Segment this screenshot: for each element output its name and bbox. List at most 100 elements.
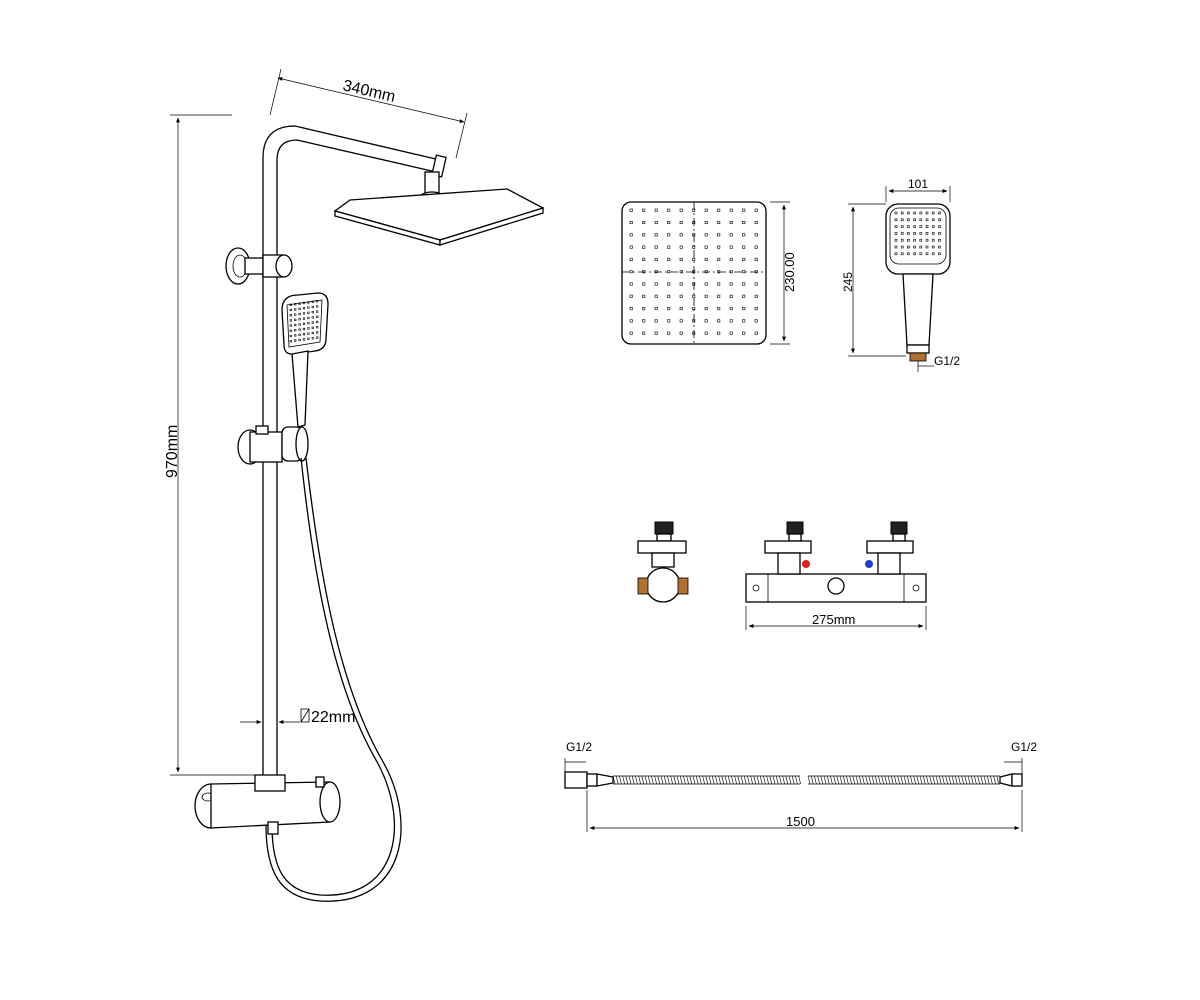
- hose-ridge: [862, 775, 865, 785]
- nozzle-mark: [900, 238, 904, 242]
- nozzle-mark: [311, 331, 314, 335]
- valve-width-dimension: [745, 606, 927, 630]
- hose-ridge: [970, 775, 974, 785]
- hose-ridge: [747, 775, 750, 785]
- hose-ridge: [846, 775, 849, 785]
- nozzle-mark: [919, 252, 923, 256]
- nozzle-mark: [667, 270, 671, 274]
- hose-ridge: [929, 775, 932, 785]
- nozzle-mark: [667, 245, 671, 249]
- hose-ridge: [951, 775, 955, 785]
- hand-shower-on-rail: [281, 292, 329, 428]
- hose-ridge: [983, 775, 987, 785]
- nozzle-mark: [654, 221, 658, 225]
- hose-ridge: [916, 775, 920, 785]
- nozzle-mark: [692, 257, 696, 261]
- nozzle-mark: [302, 307, 306, 310]
- hose-ridge: [763, 775, 766, 785]
- hose-left-thread-label: G1/2: [566, 740, 592, 754]
- hose-ridge: [967, 775, 971, 785]
- nozzle-mark: [913, 232, 916, 235]
- nozzle-mark: [742, 208, 746, 212]
- hose-ridge: [852, 775, 856, 785]
- nozzle-mark: [692, 221, 696, 225]
- nozzle-mark: [754, 331, 758, 335]
- hose-ridge: [887, 775, 891, 785]
- nozzle-mark: [913, 225, 916, 228]
- hose-ridge: [702, 775, 705, 785]
- nozzle-mark: [692, 208, 696, 212]
- hose-length-dimension: [586, 790, 1023, 832]
- nozzle-mark: [692, 270, 696, 274]
- nozzle-mark: [729, 282, 733, 286]
- hose-ridge: [942, 775, 945, 785]
- hose-ridge: [654, 775, 657, 785]
- nozzle-mark: [642, 270, 646, 274]
- hose-ridge: [810, 775, 814, 785]
- hose-ridge: [638, 775, 641, 785]
- nozzle-mark: [717, 331, 721, 335]
- hose-ridge: [660, 775, 664, 785]
- nozzle-mark: [692, 245, 696, 249]
- nozzle-mark: [642, 331, 646, 335]
- hose-ridge: [932, 775, 936, 785]
- hose-ridge: [868, 775, 872, 785]
- hose-ridge: [913, 775, 916, 785]
- nozzle-mark: [754, 319, 758, 323]
- nozzle-mark: [654, 257, 658, 261]
- nozzle-mark: [692, 319, 696, 323]
- hose-ridge: [849, 775, 852, 785]
- nozzle-mark: [913, 218, 916, 222]
- nozzle-mark: [704, 233, 708, 237]
- nozzle-mark: [729, 245, 733, 249]
- hose-ridge: [708, 775, 712, 785]
- nozzle-mark: [289, 324, 292, 327]
- hose-ridge: [871, 775, 875, 785]
- nozzle-mark: [742, 282, 746, 286]
- nozzle-mark: [629, 294, 633, 298]
- nozzle-mark: [931, 245, 935, 249]
- nozzle-mark: [704, 257, 708, 261]
- hose-ridge: [795, 775, 798, 785]
- nozzle-mark: [919, 225, 923, 228]
- hose-ridge: [756, 775, 760, 785]
- hose-ridge: [919, 775, 923, 785]
- nozzle-mark: [316, 305, 319, 308]
- hose-ridge: [874, 775, 878, 785]
- nozzle-mark: [938, 252, 941, 256]
- hand-length-dimension: [848, 203, 906, 357]
- rail-diameter-label: 22mm: [311, 709, 355, 726]
- nozzle-mark: [642, 221, 646, 225]
- nozzle-mark: [900, 252, 904, 256]
- nozzle-mark: [900, 218, 904, 222]
- nozzle-mark: [307, 332, 310, 335]
- nozzle-mark: [289, 334, 292, 338]
- nozzle-mark: [717, 270, 721, 274]
- nozzle-mark: [629, 307, 633, 311]
- nozzle-mark: [754, 282, 758, 286]
- nozzle-mark: [907, 245, 910, 249]
- nozzle-mark: [679, 221, 683, 225]
- nozzle-mark: [925, 211, 929, 215]
- hose-ridge: [814, 775, 817, 785]
- hose-ridge: [817, 775, 820, 785]
- hand-thread-fitting: [909, 352, 927, 362]
- nozzle-mark: [629, 319, 633, 323]
- nozzle-mark: [311, 311, 314, 314]
- nozzle-mark: [925, 225, 929, 228]
- nozzle-mark: [925, 238, 929, 242]
- nozzle-mark: [931, 232, 935, 235]
- nozzle-mark: [900, 245, 904, 249]
- nozzle-mark: [894, 225, 898, 228]
- nozzle-mark: [629, 270, 633, 274]
- nozzle-mark: [925, 252, 929, 256]
- nozzle-mark: [894, 252, 898, 256]
- hose-ridge: [622, 775, 625, 785]
- hose-ridge: [906, 775, 910, 785]
- nozzle-mark: [667, 282, 671, 286]
- hose-ridge: [775, 775, 779, 785]
- nozzle-mark: [642, 233, 646, 237]
- nozzle-mark: [642, 294, 646, 298]
- nozzle-mark: [717, 208, 721, 212]
- nozzle-mark: [742, 294, 746, 298]
